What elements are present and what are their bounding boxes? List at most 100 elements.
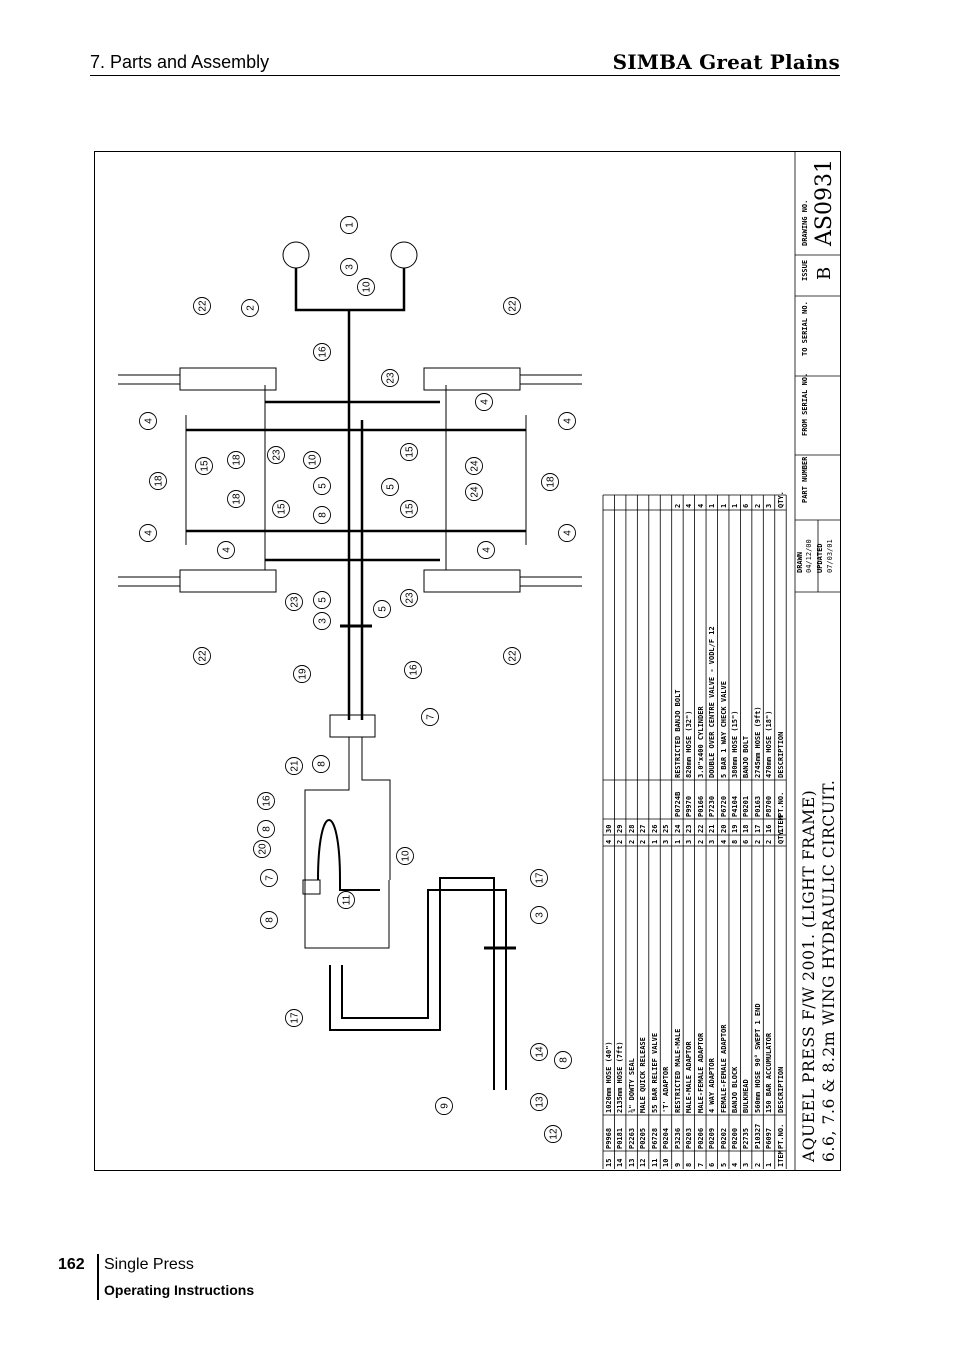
balloon-circle xyxy=(503,297,521,315)
balloon-number: 15 xyxy=(405,503,416,515)
balloon-callout: 20 xyxy=(253,840,271,858)
balloon-circle xyxy=(285,1009,303,1027)
drawing-frame xyxy=(94,151,841,1171)
parts-cell-qty: 2 xyxy=(627,839,636,844)
balloon-callout: 19 xyxy=(293,665,311,683)
balloon-circle xyxy=(293,665,311,683)
parts-cell-item: 12 xyxy=(639,1158,648,1167)
parts-cell-desc: 4 WAY ADAPTOR xyxy=(708,1058,717,1113)
parts-cell-desc: 1020mm HOSE (40") xyxy=(605,1041,613,1113)
balloon-circle xyxy=(313,343,331,361)
balloon-callout: 2 xyxy=(241,299,259,317)
balloon-number: 23 xyxy=(290,596,301,608)
parts-cell-qty: 4 xyxy=(685,503,694,508)
balloon-number: 4 xyxy=(482,547,493,553)
balloon-number: 4 xyxy=(480,399,491,405)
balloon-callout: 15 xyxy=(400,500,418,518)
balloon-number: 23 xyxy=(405,592,416,604)
balloon-circle xyxy=(530,1093,548,1111)
balloon-callout: 24 xyxy=(465,483,483,501)
balloon-number: 5 xyxy=(318,597,329,603)
balloon-number: 4 xyxy=(222,547,233,553)
balloon-number: 17 xyxy=(290,1012,301,1024)
circuit-line xyxy=(304,737,390,949)
drawn-label: DRAWN xyxy=(796,551,804,573)
balloon-circle xyxy=(227,490,245,508)
parts-cell-item: 14 xyxy=(616,1158,625,1167)
accumulator xyxy=(390,241,418,269)
parts-cell-part: P6720 xyxy=(719,795,728,817)
balloon-number: 3 xyxy=(345,264,356,270)
balloon-callout: 7 xyxy=(421,708,439,726)
parts-cell-qty: 4 xyxy=(605,839,613,844)
parts-cell-qty: 1 xyxy=(719,503,728,508)
balloon-circle xyxy=(503,647,521,665)
balloon-circle xyxy=(400,500,418,518)
balloon-circle xyxy=(227,451,245,469)
parts-cell-part: P0205 xyxy=(639,1127,648,1149)
parts-cell-desc: MALE QUICK RELEASE xyxy=(639,1037,648,1113)
circuit-line xyxy=(118,576,180,587)
balloon-callout: 4 xyxy=(558,412,576,430)
parts-cell-desc: 380mm HOSE (15") xyxy=(730,710,739,778)
parts-cell-desc: 5 BAR 1 WAY CHECK VALVE xyxy=(719,681,728,778)
parts-cell-qty: 2 xyxy=(753,839,762,844)
balloon-circle xyxy=(475,393,493,411)
parts-cell-desc: ¾" DOWTY SEAL xyxy=(627,1058,636,1113)
parts-cell-item: 24 xyxy=(673,824,682,833)
parts-cell-part: P0201 xyxy=(742,795,751,817)
parts-cell-part: P8700 xyxy=(765,795,774,817)
parts-cell-item: 4 xyxy=(730,1162,739,1167)
section-title: 7. Parts and Assembly xyxy=(90,52,270,72)
drawn-date: 04/12/00 xyxy=(805,539,813,573)
parts-cell-item: 30 xyxy=(605,824,613,833)
brand-logo: SIMBA Great Plains xyxy=(612,50,840,74)
balloon-callout: 3 xyxy=(313,612,331,630)
balloon-callout: 14 xyxy=(530,1043,548,1061)
balloon-number: 5 xyxy=(378,606,389,612)
parts-cell-item: 11 xyxy=(650,1158,659,1167)
balloon-callout: 22 xyxy=(503,297,521,315)
parts-cell-item: 17 xyxy=(753,824,762,833)
balloon-number: 8 xyxy=(317,761,328,767)
balloon-circle xyxy=(421,708,439,726)
parts-cell-item: 18 xyxy=(742,824,751,833)
parts-cell-item: 1 xyxy=(765,1162,774,1167)
balloon-callout: 7 xyxy=(260,869,278,887)
parts-cell-qty: 2 xyxy=(639,839,648,844)
balloon-callout: 23 xyxy=(381,369,399,387)
parts-cell-part: P0200 xyxy=(730,1127,739,1149)
balloon-circle xyxy=(554,1051,572,1069)
circuit-lines xyxy=(118,241,582,1090)
parts-cell-part: P2263 xyxy=(627,1127,636,1149)
parts-header-desc: DESCRIPTION xyxy=(776,1066,785,1113)
balloon-number: 22 xyxy=(508,650,519,662)
balloon-callout: 16 xyxy=(313,343,331,361)
footer-divider xyxy=(97,1254,99,1300)
balloon-number: 5 xyxy=(386,484,397,490)
balloon-circle xyxy=(267,446,285,464)
balloon-circle xyxy=(285,593,303,611)
parts-cell-qty: 2 xyxy=(753,503,762,508)
fitting xyxy=(179,569,277,593)
balloon-circle xyxy=(260,911,278,929)
balloon-circle xyxy=(400,443,418,461)
balloon-circle xyxy=(381,478,399,496)
circuit-line xyxy=(361,737,391,880)
drawing-number: AS0931 xyxy=(812,159,837,246)
balloon-number: 15 xyxy=(405,446,416,458)
balloon-callout: 4 xyxy=(139,524,157,542)
balloon-number: 3 xyxy=(535,912,546,918)
footer-title: Single Press xyxy=(104,1256,194,1273)
balloon-circle xyxy=(257,792,275,810)
balloon-circle xyxy=(139,524,157,542)
parts-cell-item: 28 xyxy=(627,824,636,833)
parts-cell-part: P3236 xyxy=(673,1127,682,1149)
balloon-callout: 15 xyxy=(272,500,290,518)
balloon-callout: 5 xyxy=(381,478,399,496)
parts-cell-part: P4104 xyxy=(730,795,739,817)
circuit-line xyxy=(341,889,507,1090)
balloon-circle xyxy=(530,1043,548,1061)
parts-cell-desc: RESTRICTED BANJO BOLT xyxy=(673,689,682,778)
